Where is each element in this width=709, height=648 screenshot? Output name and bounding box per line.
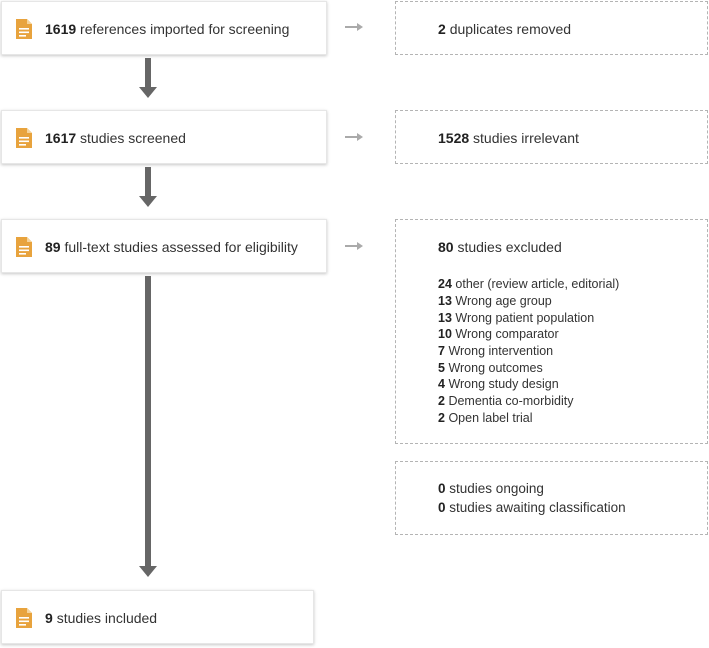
duplicates-box: 2 duplicates removed	[395, 1, 708, 55]
document-icon	[16, 19, 32, 39]
exclusion-reason: 5 Wrong outcomes	[438, 361, 543, 375]
exclusion-reason: 13 Wrong age group	[438, 294, 552, 308]
duplicates-label: 2 duplicates removed	[438, 21, 572, 37]
flow-arrow-shaft	[145, 276, 151, 566]
irrelevant-label: 1528 studies irrelevant	[438, 130, 579, 146]
awaiting-label: 0 studies awaiting classification	[438, 500, 626, 515]
excluded-box: 80 studies excluded 24 other (review art…	[395, 219, 708, 444]
exclusion-reason: 24 other (review article, editorial)	[438, 277, 620, 291]
arrow-right-icon	[345, 242, 363, 250]
excluded-label: 80 studies excluded	[438, 239, 562, 255]
arrow-down-icon	[139, 566, 157, 577]
exclusion-reason: 4 Wrong study design	[438, 377, 559, 391]
stage-box-screened: 1617 studies screened	[1, 110, 327, 164]
exclusion-reason: 7 Wrong intervention	[438, 344, 554, 358]
stage-box-imported: 1619 references imported for screening	[1, 1, 327, 55]
arrow-down-icon	[139, 87, 157, 98]
stage-box-included: 9 studies included	[1, 590, 314, 644]
arrow-down-icon	[139, 196, 157, 207]
flow-arrow-shaft	[145, 58, 151, 88]
stage-label: 1619 references imported for screening	[45, 21, 290, 37]
ongoing-label: 0 studies ongoing	[438, 481, 544, 496]
flow-arrow-shaft	[145, 167, 151, 197]
stage-label: 9 studies included	[45, 610, 158, 626]
arrow-right-icon	[345, 133, 363, 141]
document-icon	[16, 237, 32, 257]
stage-label: 89 full-text studies assessed for eligib…	[45, 239, 298, 255]
ongoing-awaiting-box: 0 studies ongoing 0 studies awaiting cla…	[395, 461, 708, 535]
document-icon	[16, 608, 32, 628]
arrow-right-icon	[345, 23, 363, 31]
stage-box-full-text: 89 full-text studies assessed for eligib…	[1, 219, 327, 273]
document-icon	[16, 128, 32, 148]
exclusion-reason: 2 Open label trial	[438, 411, 533, 425]
stage-label: 1617 studies screened	[45, 130, 186, 146]
irrelevant-box: 1528 studies irrelevant	[395, 110, 708, 164]
exclusion-reason: 2 Dementia co-morbidity	[438, 394, 574, 408]
exclusion-reason: 10 Wrong comparator	[438, 327, 559, 341]
exclusion-reason: 13 Wrong patient population	[438, 311, 595, 325]
